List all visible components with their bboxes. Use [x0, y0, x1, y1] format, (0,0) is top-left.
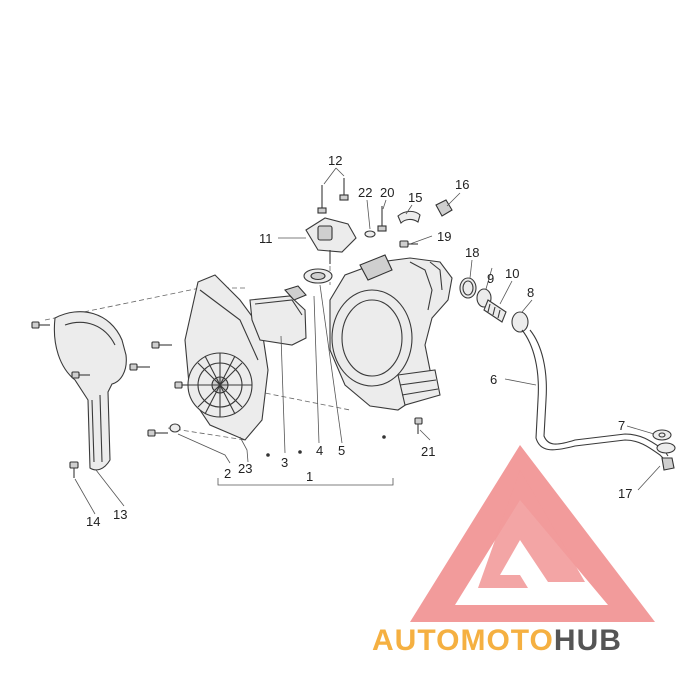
- label-part-8: 8: [527, 285, 534, 300]
- label-part-9: 9: [487, 271, 494, 286]
- label-part-1: 1: [306, 469, 313, 484]
- valve-part-11: [305, 217, 357, 264]
- label-part-12: 12: [328, 153, 342, 168]
- label-part-17: 17: [618, 486, 632, 501]
- screw-14: [69, 461, 79, 478]
- callout-labels: 1 2 3 4 5 6 7 8 9 10 11 12 13 14 15 16 1…: [86, 153, 632, 529]
- watermark-triangle: [410, 445, 655, 622]
- screw-part-20: [377, 206, 387, 232]
- pipe-part-6: [521, 329, 669, 461]
- label-part-19: 19: [437, 229, 451, 244]
- nut-part-17: [656, 442, 676, 471]
- washer-2: [169, 423, 181, 433]
- hose-part-10: [483, 299, 507, 323]
- screws-left: [31, 321, 195, 437]
- screws-part-12: [317, 178, 349, 214]
- screw-21: [414, 417, 423, 434]
- housing-part-1: [329, 254, 453, 411]
- clamp-part-16: [435, 199, 453, 217]
- cover-part-13: [53, 311, 127, 471]
- watermark-text: AUTOMOTOHUB: [372, 624, 622, 657]
- label-part-16: 16: [455, 177, 469, 192]
- watermark-logo: [410, 445, 655, 622]
- watermark-text-part1: AUTOMOTO: [372, 624, 554, 657]
- leader-lines: [74, 167, 661, 515]
- label-part-23: 23: [238, 461, 252, 476]
- clip-part-4: [284, 285, 307, 301]
- label-part-7: 7: [618, 418, 625, 433]
- filter-part-3: [249, 295, 307, 346]
- clamp-part-18: [459, 277, 477, 299]
- watermark-inner-mark: [478, 470, 585, 588]
- fan-cover-part-23: [184, 274, 269, 441]
- label-part-6: 6: [490, 372, 497, 387]
- label-part-22: 22: [358, 185, 372, 200]
- watermark-text-part2: HUB: [554, 624, 622, 657]
- seal-part-5: [303, 268, 333, 284]
- label-part-11: 11: [259, 231, 273, 246]
- hose-part-15: [397, 210, 421, 224]
- label-part-3: 3: [281, 455, 288, 470]
- washer-part-22: [364, 230, 376, 238]
- label-part-13: 13: [113, 507, 127, 522]
- clamp-part-8: [511, 311, 529, 333]
- label-part-2: 2: [224, 466, 231, 481]
- label-part-15: 15: [408, 190, 422, 205]
- label-part-10: 10: [505, 266, 519, 281]
- label-part-21: 21: [421, 444, 435, 459]
- label-part-4: 4: [316, 443, 323, 458]
- washer-part-7: [652, 429, 672, 441]
- label-part-5: 5: [338, 443, 345, 458]
- label-part-20: 20: [380, 185, 394, 200]
- label-part-18: 18: [465, 245, 479, 260]
- label-part-14: 14: [86, 514, 100, 529]
- screw-part-19: [399, 240, 418, 248]
